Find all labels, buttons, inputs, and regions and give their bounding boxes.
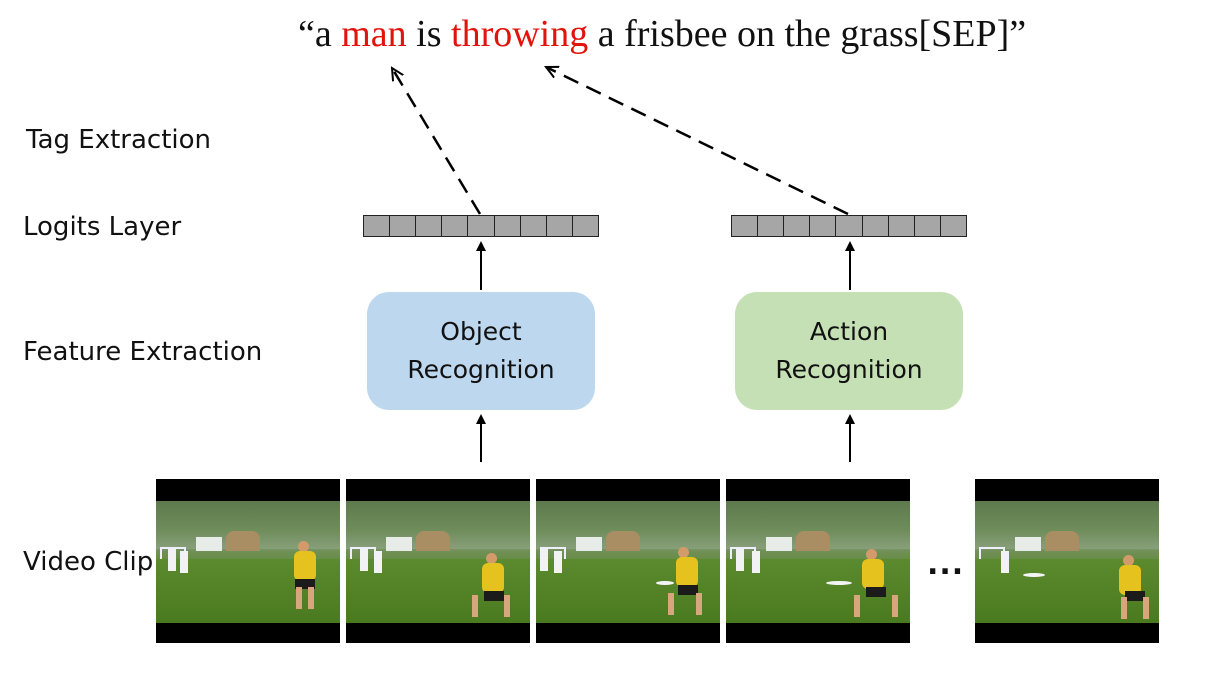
generated-caption: “a man is throwing a frisbee on the gras…	[298, 12, 1026, 56]
caption-rest: a frisbee on the grass[SEP]”	[588, 13, 1027, 55]
logit-cell	[810, 216, 837, 236]
object-module-line2: Recognition	[407, 355, 555, 384]
video-frame-1	[156, 479, 340, 643]
logit-cell	[862, 216, 889, 236]
action-logits-layer	[731, 215, 967, 237]
row-label-feature-extraction: Feature Extraction	[23, 337, 263, 367]
logit-cell	[494, 216, 521, 236]
logit-cell	[888, 216, 915, 236]
action-module-line1: Action	[809, 317, 889, 346]
caption-action-word: throwing	[451, 13, 589, 55]
action-recognition-module: Action Recognition	[735, 292, 963, 410]
logit-cell	[390, 216, 417, 236]
logit-cell	[784, 216, 811, 236]
more-frames-ellipsis: ...	[927, 547, 965, 582]
caption-open: “a	[298, 13, 342, 55]
logit-cell	[546, 216, 573, 236]
dashed-arrow-to-throwing	[546, 67, 849, 216]
logit-cell	[468, 216, 495, 236]
logit-cell	[940, 216, 966, 236]
row-label-video-clip: Video Clip	[23, 547, 154, 577]
row-label-logits-layer: Logits Layer	[23, 212, 182, 242]
video-frame-4	[726, 479, 910, 643]
logit-cell	[732, 216, 759, 236]
logit-cell	[914, 216, 941, 236]
logit-cell	[442, 216, 469, 236]
caption-object-word: man	[341, 13, 407, 55]
logit-cell	[416, 216, 443, 236]
dashed-arrow-to-man	[392, 68, 482, 215]
caption-mid: is	[406, 13, 452, 55]
action-module-line2: Recognition	[775, 355, 923, 384]
logit-cell	[836, 216, 863, 236]
logit-cell	[758, 216, 785, 236]
object-module-line1: Object	[440, 317, 522, 346]
logit-cell	[364, 216, 391, 236]
row-label-tag-extraction: Tag Extraction	[26, 125, 212, 155]
video-frame-5	[975, 479, 1159, 643]
logit-cell	[520, 216, 547, 236]
object-recognition-module: Object Recognition	[367, 292, 595, 410]
video-frame-3	[536, 479, 720, 643]
video-frame-2	[346, 479, 530, 643]
object-logits-layer	[363, 215, 599, 237]
logit-cell	[572, 216, 598, 236]
